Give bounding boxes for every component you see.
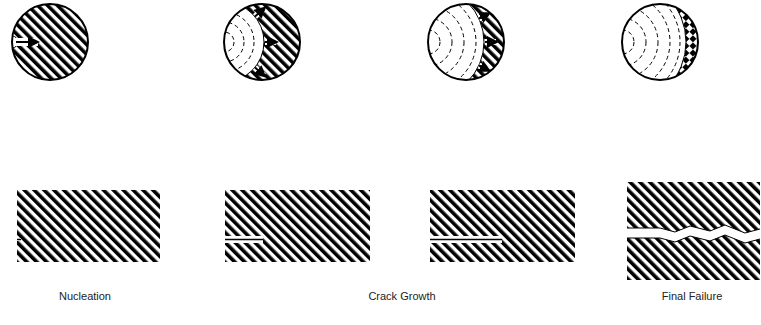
cross-section-nucleation <box>6 4 88 80</box>
cross-section-growth-early <box>184 2 300 82</box>
side-view-fractured <box>627 182 760 280</box>
stage-label: Nucleation <box>59 290 111 302</box>
cross-section-growth-late <box>372 0 504 98</box>
cross-section-final <box>558 0 698 106</box>
side-view-growth-late <box>430 190 575 262</box>
stage-label: Crack Growth <box>368 290 435 302</box>
side-view-nucleation <box>17 190 160 262</box>
stage-label: Final Failure <box>662 290 723 302</box>
side-view-growth-early <box>225 190 370 262</box>
